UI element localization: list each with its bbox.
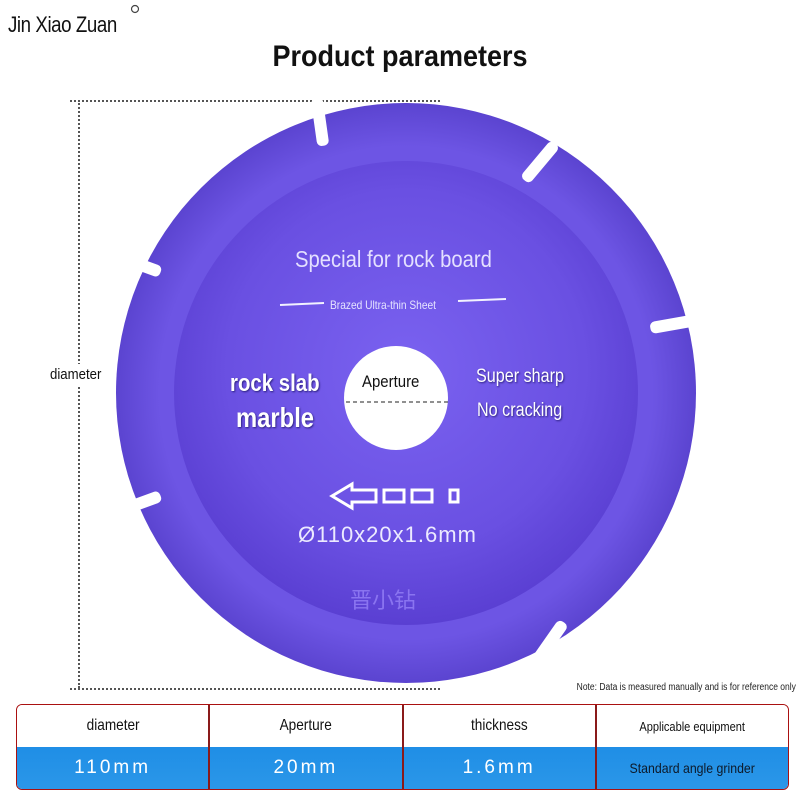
- spec-value-text: Standard angle grinder: [629, 760, 756, 776]
- blade-no-cracking-text: No cracking: [477, 400, 563, 421]
- spec-value: 20mm: [210, 747, 402, 789]
- spec-value: 1.6mm: [403, 747, 595, 789]
- spec-header: thickness: [403, 705, 595, 747]
- brand-name: Jin Xiao Zuan: [8, 12, 117, 37]
- spec-header-text: Applicable equipment: [639, 718, 746, 734]
- spec-header-text: thickness: [470, 717, 528, 734]
- saw-blade-image: 晋小钻: [114, 98, 698, 688]
- spec-header-text: Aperture: [279, 717, 332, 734]
- spec-header: Aperture: [210, 705, 402, 747]
- blade-brazed-text: Brazed Ultra-thin Sheet: [330, 298, 437, 312]
- blade-marble-text: marble: [236, 402, 315, 433]
- blade-watermark: 晋小钻: [350, 589, 416, 614]
- page-title: Product parameters: [272, 40, 528, 73]
- dimension-line-bottom: [70, 688, 440, 690]
- spec-col-equipment: Applicable equipment Standard angle grin…: [596, 705, 788, 789]
- brand-mark-icon: [130, 4, 140, 14]
- dimension-line-top: [70, 100, 440, 102]
- spec-header: Applicable equipment: [596, 705, 788, 747]
- blade-rock-slab-text: rock slab: [230, 370, 320, 397]
- dimension-label: diameter: [50, 364, 102, 385]
- dimension-line-vertical: [78, 100, 80, 688]
- blade-aperture-text: Aperture: [362, 372, 420, 391]
- spec-header: diameter: [17, 705, 209, 747]
- blade-super-sharp-text: Super sharp: [476, 366, 564, 387]
- spec-col-aperture: Aperture 20mm: [210, 705, 404, 789]
- measurement-note: Note: Data is measured manually and is f…: [576, 682, 796, 693]
- spec-col-diameter: diameter 110mm: [17, 705, 211, 789]
- spec-value: 110mm: [17, 747, 209, 789]
- blade-special-text: Special for rock board: [295, 246, 492, 272]
- spec-header-text: diameter: [86, 717, 140, 734]
- spec-col-thickness: thickness 1.6mm: [403, 705, 597, 789]
- blade-size-text: Ø110x20x1.6mm: [298, 522, 477, 547]
- spec-table: diameter 110mm Aperture 20mm thickness 1…: [16, 704, 789, 790]
- spec-value: Standard angle grinder: [596, 747, 788, 789]
- saw-blade-graphic: 晋小钻: [114, 98, 698, 684]
